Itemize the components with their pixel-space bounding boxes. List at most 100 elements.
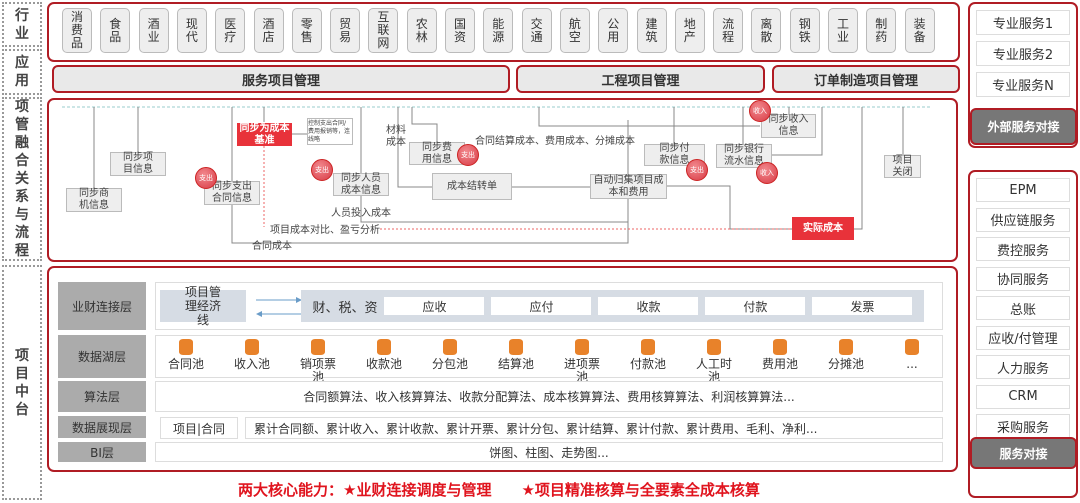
data-pool[interactable]: 费用池	[754, 339, 806, 371]
internal-service-item[interactable]: 协同服务	[976, 266, 1070, 291]
core-title: 两大核心能力：	[238, 481, 344, 499]
app-service-pm[interactable]: 服务项目管理	[52, 65, 510, 93]
bidirectional-arrow-icon	[256, 297, 302, 317]
industry-chip[interactable]: 现代	[176, 8, 207, 53]
data-pool[interactable]: 收入池	[226, 339, 278, 371]
badge-out: 支出	[311, 159, 333, 181]
data-pool[interactable]: 人工时池	[688, 339, 740, 384]
industry-chip[interactable]: 医疗	[215, 8, 246, 53]
flow-sync-opportunity[interactable]: 同步商机信息	[66, 188, 122, 212]
data-pool[interactable]: 结算池	[490, 339, 542, 371]
industry-chip[interactable]: 农林	[406, 8, 437, 53]
layer-lake: 合同池收入池销项票池 收款池 分包池 结算池 进项票池付款池人工时池 费用池 分摊池...	[155, 335, 943, 384]
internal-service-item[interactable]: 供应链服务	[976, 207, 1070, 232]
flow-note: 控制支出合同/费用报销等，连线略	[307, 118, 353, 145]
database-icon	[443, 339, 457, 355]
layer-view: 累计合同额、累计收入、累计收款、累计开票、累计分包、累计结算、累计付款、累计费用…	[245, 417, 943, 439]
flow-sync-project[interactable]: 同步项目信息	[110, 152, 166, 176]
label-platform: 项目中台	[2, 265, 42, 500]
industry-chip[interactable]: 消费品	[62, 8, 92, 53]
flow-cost-baseline[interactable]: 同步为成本基准	[237, 123, 292, 146]
flow-cost-carryover[interactable]: 成本结转单	[432, 173, 512, 200]
industry-chip[interactable]: 航空	[559, 8, 590, 53]
fin-tax-capital: 财、税、资	[312, 300, 378, 316]
industry-chip[interactable]: 离散	[751, 8, 782, 53]
industry-chip[interactable]: 国资	[445, 8, 475, 53]
industry-chip[interactable]: 贸易	[330, 8, 361, 53]
flow-sync-staff[interactable]: 同步人员成本信息	[333, 173, 389, 196]
industry-chip[interactable]: 地产	[674, 8, 705, 53]
internal-service-item[interactable]: 人力服务	[976, 355, 1070, 379]
database-icon	[311, 339, 325, 355]
internal-service-item[interactable]: 费控服务	[976, 237, 1070, 261]
badge-out: 支出	[686, 159, 708, 181]
core-cap-2: ★项目精准核算与全要素全成本核算	[521, 481, 760, 499]
internal-service-item[interactable]: 应收/付管理	[976, 325, 1070, 350]
industry-chip[interactable]: 酒店	[253, 8, 284, 53]
flow-auto-collect[interactable]: 自动归集项目成本和费用	[590, 174, 667, 199]
internal-service-item[interactable]: EPM	[976, 178, 1070, 202]
pool-label: 分包池	[431, 357, 468, 371]
data-pool[interactable]: ...	[886, 339, 938, 371]
industry-chip[interactable]: 工业	[828, 8, 858, 53]
text-contract-cost: 合同成本	[252, 241, 292, 252]
internal-service-item[interactable]: 总账	[976, 296, 1070, 320]
view-key-box[interactable]: 项目|合同	[160, 417, 238, 439]
pool-label: 人工时池	[695, 357, 732, 384]
data-pool[interactable]: 收款池	[358, 339, 410, 371]
data-pool[interactable]: 进项票池	[556, 339, 608, 384]
flow-sync-income[interactable]: 同步收入信息	[761, 114, 816, 138]
label-flow: 项管融合关系与流程	[2, 97, 42, 261]
link-receivable[interactable]: 应收	[384, 297, 485, 315]
database-icon	[773, 339, 787, 355]
data-pool[interactable]: 销项票池	[292, 339, 344, 384]
data-pool[interactable]: 合同池	[160, 339, 212, 371]
industry-chip[interactable]: 建筑	[636, 8, 667, 53]
pool-label: 收款池	[365, 357, 402, 371]
data-pool[interactable]: 付款池	[622, 339, 674, 371]
external-service-2[interactable]: 专业服务2	[976, 41, 1070, 66]
text-staff-cost: 人员投入成本	[331, 208, 391, 219]
industry-chip[interactable]: 食品	[100, 8, 131, 53]
external-service-1[interactable]: 专业服务1	[976, 10, 1070, 35]
industry-chip[interactable]: 制药	[866, 8, 897, 53]
industry-chip[interactable]: 零售	[291, 8, 322, 53]
database-icon	[509, 339, 523, 355]
internal-service-item[interactable]: CRM	[976, 384, 1070, 409]
service-connect-button[interactable]: 服务对接	[970, 437, 1077, 469]
econ-line-box[interactable]: 项目管理经济线	[160, 285, 246, 327]
pool-label: 结算池	[497, 357, 534, 371]
pool-label: 进项票池	[563, 357, 600, 384]
link-collection[interactable]: 收款	[598, 297, 699, 315]
data-pool[interactable]: 分包池	[424, 339, 476, 371]
industry-chip[interactable]: 酒业	[138, 8, 169, 53]
flow-actual-cost[interactable]: 实际成本	[792, 217, 854, 240]
database-icon	[839, 339, 853, 355]
pool-label: 分摊池	[827, 357, 864, 371]
app-engineering-pm[interactable]: 工程项目管理	[516, 65, 765, 93]
industry-chip[interactable]: 钢铁	[789, 8, 820, 53]
flow-project-close[interactable]: 项目关闭	[884, 155, 921, 178]
core-capabilities: 两大核心能力：★业财连接调度与管理★项目精准核算与全要素全成本核算	[238, 479, 760, 500]
link-payment[interactable]: 付款	[705, 297, 806, 315]
layer-view-label: 数据展现层	[58, 416, 146, 438]
industry-chip[interactable]: 公用	[598, 8, 629, 53]
badge-in: 收入	[756, 162, 778, 184]
industry-chip[interactable]: 装备	[904, 8, 935, 53]
layer-bi: 饼图、柱图、走势图...	[155, 442, 943, 462]
industry-chip[interactable]: 互联网	[368, 8, 399, 53]
link-invoice[interactable]: 发票	[812, 297, 913, 315]
external-connect-button[interactable]: 外部服务对接	[970, 108, 1077, 145]
industry-chip[interactable]: 能源	[483, 8, 514, 53]
external-service-n[interactable]: 专业服务N	[976, 72, 1070, 97]
industry-chip[interactable]: 流程	[713, 8, 744, 53]
database-icon	[707, 339, 721, 355]
badge-out: 支出	[195, 167, 217, 189]
app-order-manufacturing-pm[interactable]: 订单制造项目管理	[772, 65, 960, 93]
industry-chip[interactable]: 交通	[521, 8, 552, 53]
pool-label: 费用池	[761, 357, 798, 371]
link-payable[interactable]: 应付	[491, 297, 592, 315]
data-pool[interactable]: 分摊池	[820, 339, 872, 371]
internal-service-item[interactable]: 采购服务	[976, 414, 1070, 438]
